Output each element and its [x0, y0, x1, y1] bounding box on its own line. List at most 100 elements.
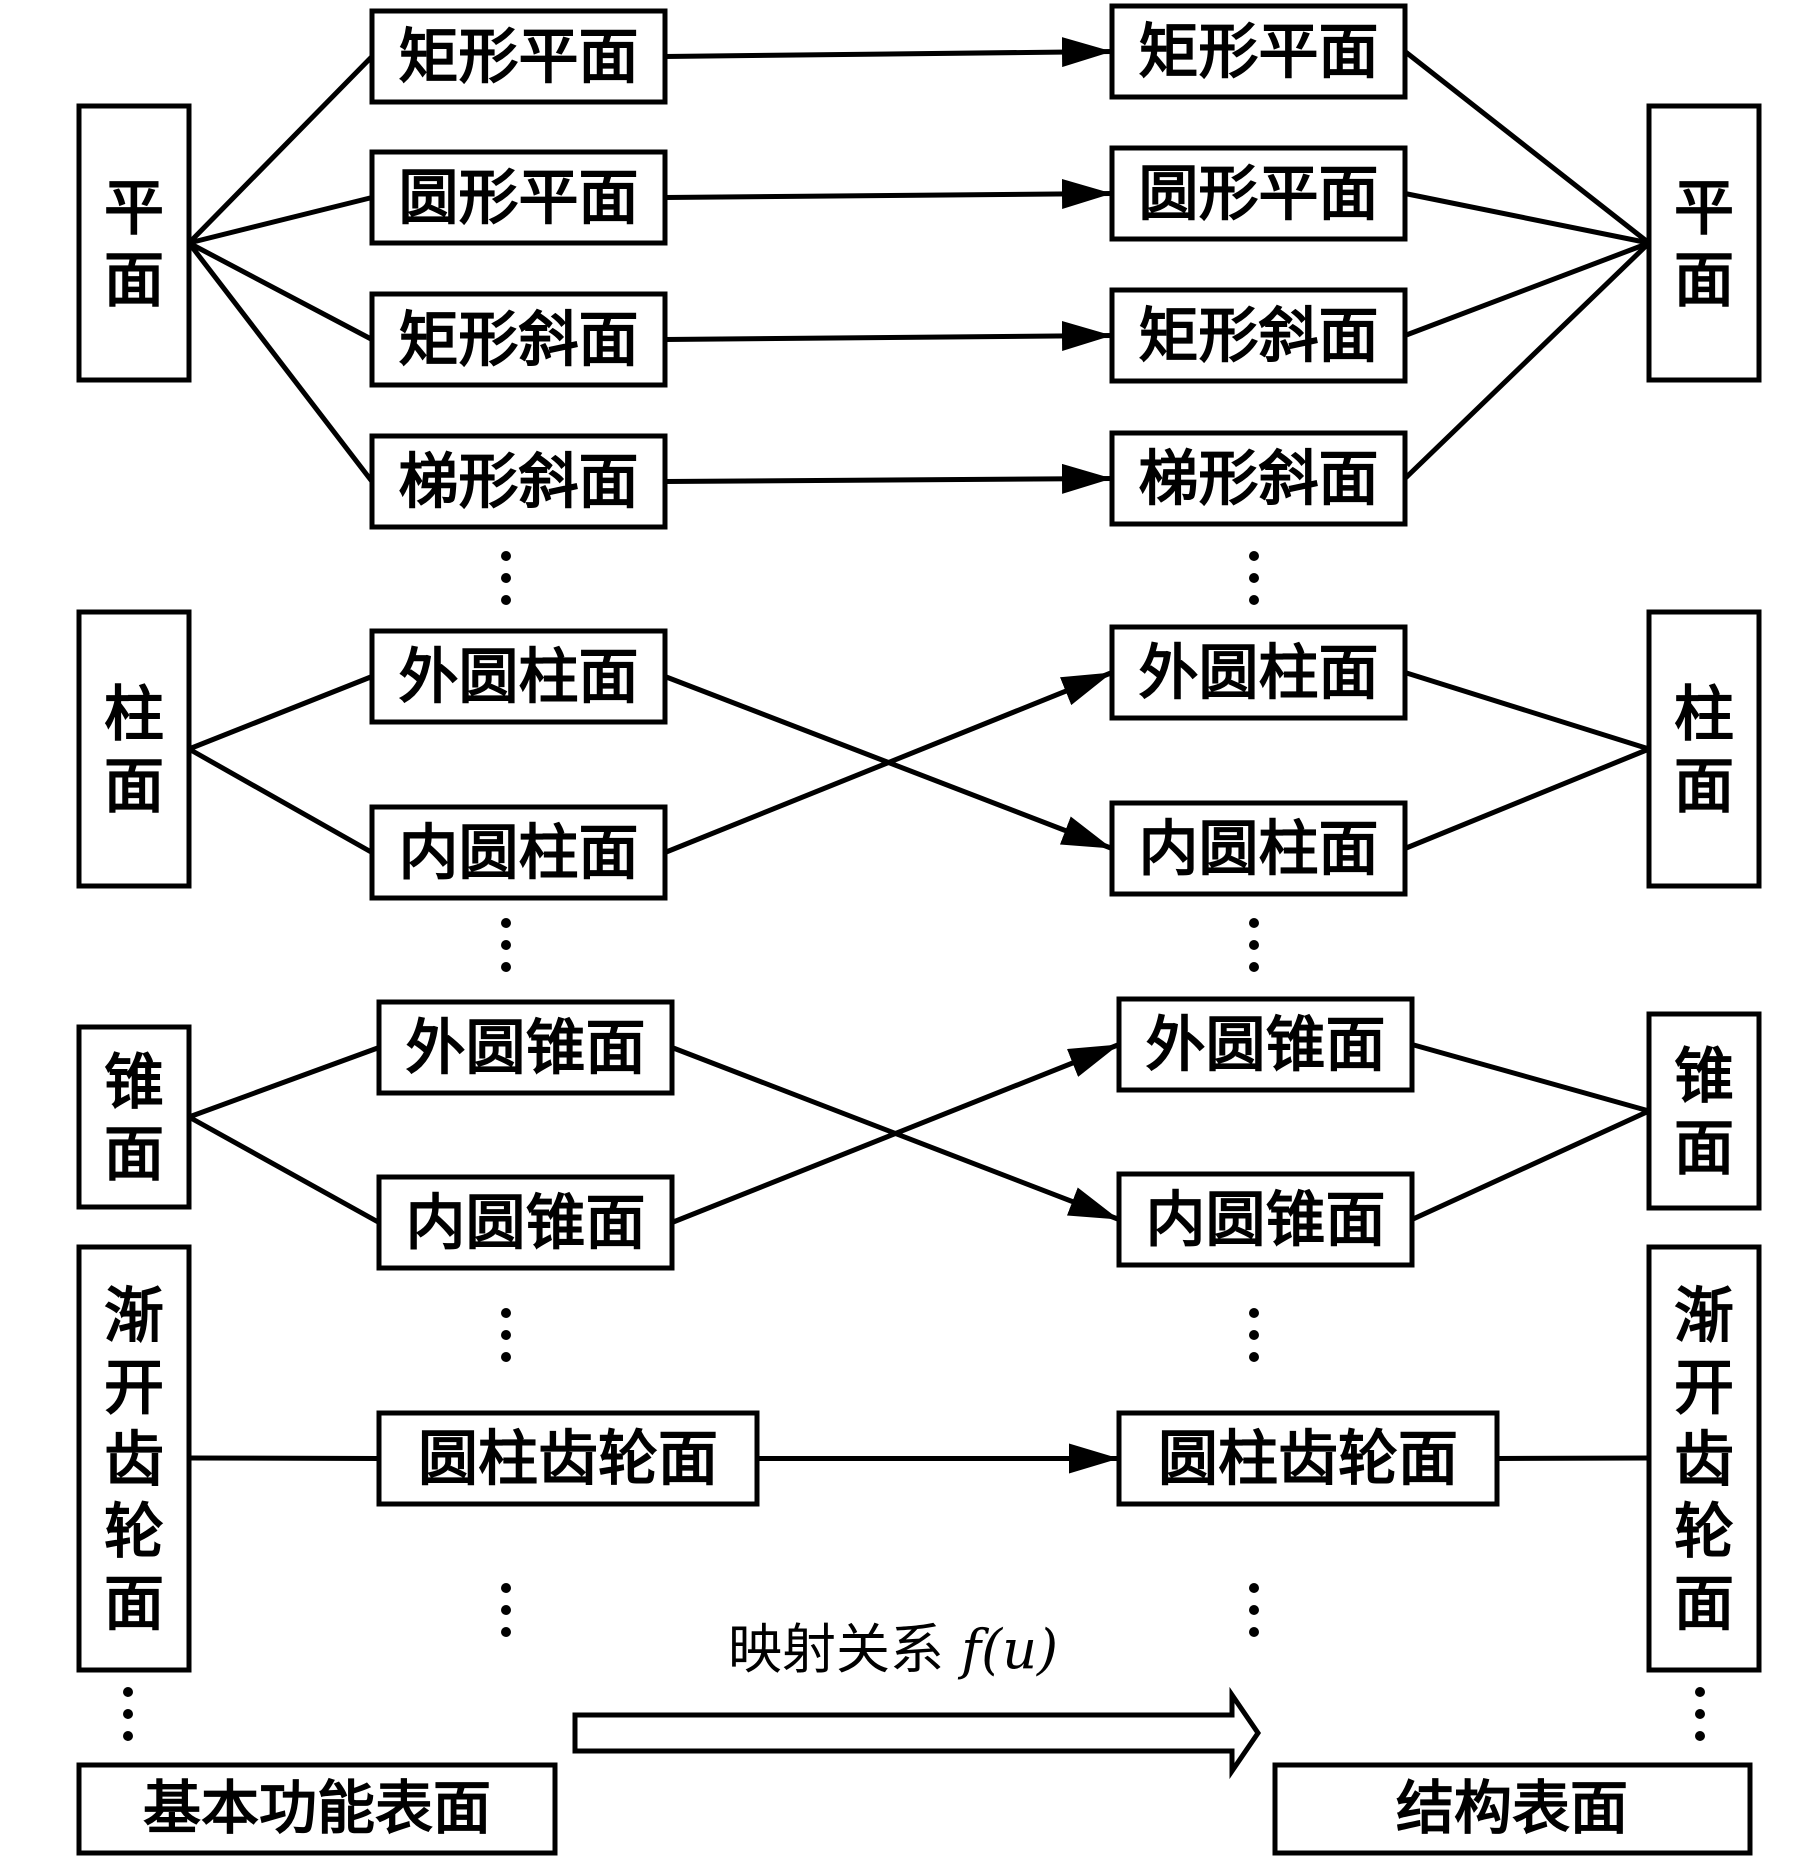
group-box-L-plane: 平面	[76, 103, 192, 383]
ellipsis-2	[501, 918, 511, 972]
ellipsis-6	[501, 1583, 511, 1637]
basic-function-surface-box	[76, 1762, 558, 1856]
ellipsis-dot	[1249, 1308, 1259, 1318]
group-label-char: 柱	[1674, 680, 1734, 750]
group-link-li9	[188, 1455, 380, 1461]
ellipsis-dot	[1249, 962, 1259, 972]
item-box-frame	[369, 433, 668, 530]
group-box-L-cyl: 柱面	[76, 609, 192, 889]
ellipsis-dot	[501, 1627, 511, 1637]
group-label-char: 面	[1674, 1570, 1734, 1640]
item-label: 圆柱齿轮面	[1158, 1425, 1458, 1495]
group-label-char: 齿	[104, 1426, 164, 1496]
item-box-frame	[376, 999, 675, 1096]
item-box-li1: 矩形平面	[369, 8, 668, 105]
item-label: 内圆柱面	[399, 819, 639, 889]
item-box-frame	[1109, 800, 1408, 897]
group-link-ri8	[1410, 1108, 1651, 1222]
group-box-frame	[76, 1244, 192, 1673]
item-box-ri9: 圆柱齿轮面	[1116, 1410, 1500, 1507]
item-box-frame	[1109, 3, 1408, 100]
group-label-char: 轮	[104, 1498, 164, 1568]
mapping-arrow-li3-ri3	[664, 320, 1113, 351]
group-link-ri3	[1404, 240, 1650, 338]
ellipsis-dot	[1249, 1627, 1259, 1637]
group-label-char: 锥	[104, 1048, 164, 1118]
ellipsis-dot	[1249, 595, 1259, 605]
ellipsis-5	[1249, 1308, 1259, 1362]
group-link-ri6	[1404, 746, 1650, 851]
ellipsis-4	[501, 1308, 511, 1362]
ellipsis-dot	[501, 551, 511, 561]
item-box-frame	[1116, 1171, 1415, 1268]
group-label-char: 锥	[1674, 1042, 1734, 1112]
item-box-frame	[369, 291, 668, 388]
group-label-char: 渐	[104, 1282, 164, 1352]
item-box-frame	[1109, 430, 1408, 527]
group-label-char: 柱	[104, 680, 164, 750]
group-label-char: 面	[1674, 752, 1734, 822]
item-box-frame	[1109, 145, 1408, 242]
item-label: 内圆柱面	[1139, 815, 1379, 885]
mapping-arrow-li8-ri7	[671, 1042, 1120, 1225]
ellipsis-dot	[1249, 1352, 1259, 1362]
group-label-char: 面	[104, 246, 164, 316]
group-box-L-cone: 锥面	[76, 1024, 192, 1210]
ellipsis-dot	[1695, 1709, 1705, 1719]
ellipsis-3	[1249, 918, 1259, 972]
ellipsis-dot	[1249, 940, 1259, 950]
group-box-frame	[1646, 1011, 1762, 1211]
item-label: 矩形平面	[399, 23, 639, 93]
item-label: 矩形斜面	[1139, 302, 1379, 372]
group-box-frame	[76, 1024, 192, 1210]
group-box-R-cyl: 柱面	[1646, 609, 1762, 889]
ellipsis-1	[1249, 551, 1259, 605]
item-box-ri1: 矩形平面	[1109, 3, 1408, 100]
group-label-char: 平	[1674, 174, 1734, 244]
mapping-arrow-li2-ri2	[664, 178, 1113, 209]
group-link-li2	[188, 195, 373, 246]
group-link-li7	[188, 1045, 380, 1120]
group-label-char: 齿	[1674, 1426, 1734, 1496]
item-box-li8: 内圆锥面	[376, 1174, 675, 1271]
item-box-ri7: 外圆锥面	[1116, 996, 1415, 1093]
item-box-frame	[369, 628, 668, 725]
group-label-char: 开	[104, 1354, 164, 1424]
item-box-frame	[376, 1410, 760, 1507]
item-label: 圆形平面	[399, 164, 639, 234]
item-box-li2: 圆形平面	[369, 149, 668, 246]
item-box-ri3: 矩形斜面	[1109, 287, 1408, 384]
ellipsis-dot	[1249, 551, 1259, 561]
item-box-li9: 圆柱齿轮面	[376, 1410, 760, 1507]
group-label-char: 面	[104, 752, 164, 822]
ellipsis-dot	[1249, 1583, 1259, 1593]
mapping-label-text: 映射关系	[728, 1618, 961, 1681]
ellipsis-0	[501, 551, 511, 605]
item-label: 梯形斜面	[399, 448, 639, 518]
group-label-char: 面	[104, 1570, 164, 1640]
group-link-li1	[187, 54, 374, 245]
ellipsis-dot	[1249, 1605, 1259, 1615]
group-box-R-cone: 锥面	[1646, 1011, 1762, 1211]
item-box-frame	[369, 149, 668, 246]
group-label-char: 开	[1674, 1354, 1734, 1424]
ellipsis-dot	[501, 1308, 511, 1318]
item-label: 外圆柱面	[1139, 639, 1379, 709]
group-box-frame	[1646, 1244, 1762, 1673]
item-label: 矩形平面	[1139, 18, 1379, 88]
structure-surface-box	[1272, 1762, 1753, 1856]
group-box-frame	[76, 609, 192, 889]
ellipsis-dot	[501, 595, 511, 605]
item-box-li4: 梯形斜面	[369, 433, 668, 530]
item-box-frame	[1116, 1410, 1500, 1507]
item-box-frame	[369, 804, 668, 901]
mapping-arrow-li6-ri5	[664, 670, 1113, 855]
group-label-char: 面	[1674, 1114, 1734, 1184]
group-link-li6	[187, 746, 374, 855]
ellipsis-dot	[501, 1605, 511, 1615]
item-box-li6: 内圆柱面	[369, 804, 668, 901]
group-label-char: 面	[1674, 246, 1734, 316]
item-box-li7: 外圆锥面	[376, 999, 675, 1096]
